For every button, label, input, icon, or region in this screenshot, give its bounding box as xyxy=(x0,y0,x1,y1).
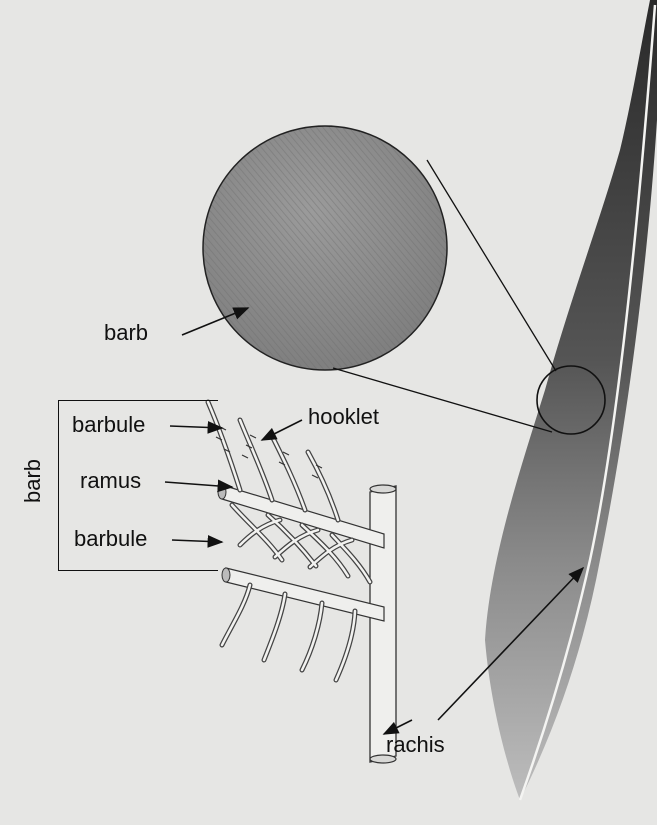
label-barbule-bottom: barbule xyxy=(74,528,147,550)
arrow-hooklet xyxy=(262,420,302,440)
label-barb-side: barb xyxy=(22,458,44,504)
rachis-cylinder xyxy=(370,485,396,763)
label-hooklet: hooklet xyxy=(308,406,379,428)
label-rachis: rachis xyxy=(386,734,445,756)
feather-vane xyxy=(485,0,657,800)
label-barb-circle: barb xyxy=(104,322,148,344)
label-barbule-top: barbule xyxy=(72,414,145,436)
label-ramus: ramus xyxy=(80,470,141,492)
